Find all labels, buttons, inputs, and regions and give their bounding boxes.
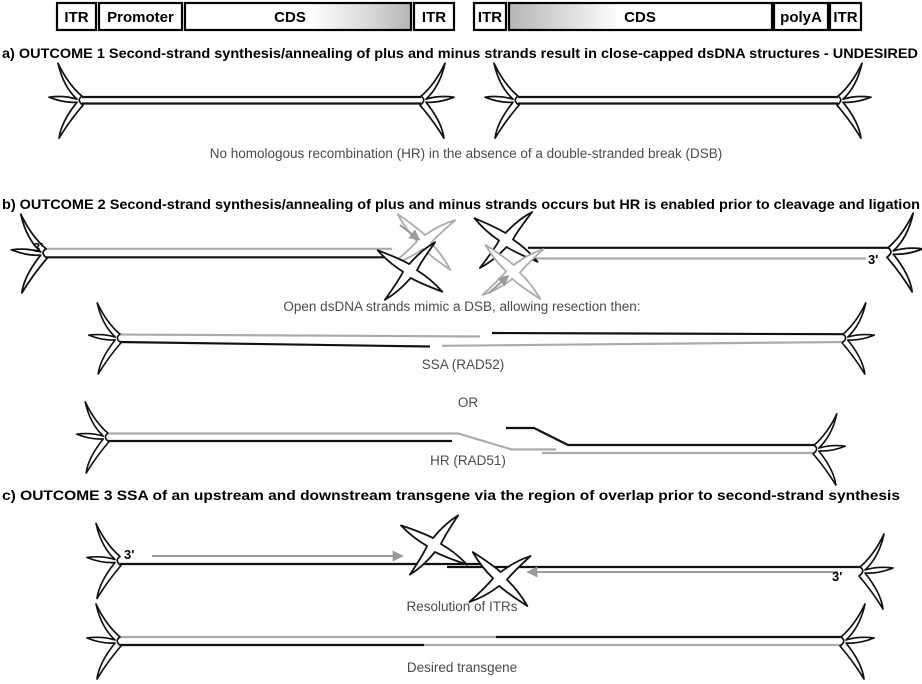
itr-cap-left <box>86 522 122 600</box>
hr-label: HR (RAD51) <box>430 453 506 468</box>
anneal-arrow <box>488 274 510 294</box>
open-dsdna-plus: 3' <box>10 211 459 301</box>
section-b-open-caption: Open dsDNA strands mimic a DSB, allowing… <box>283 299 640 314</box>
itr-cap-right <box>812 413 847 486</box>
section-b-heading: b) OUTCOME 2 Second-strand synthesis/ann… <box>2 196 920 212</box>
ssa-molecule <box>87 302 876 375</box>
desired-transgene-caption: Desired transgene <box>407 660 517 675</box>
cds-box <box>507 1 774 32</box>
itr-cap-right <box>419 62 455 140</box>
promoter-label: Promoter <box>107 9 174 26</box>
polya-box <box>772 1 830 32</box>
bottom-strand-gray <box>441 340 844 347</box>
itr-cap-right <box>841 302 876 375</box>
itr-cap-left <box>48 62 84 140</box>
ssa-overlap-molecule: 3' 3' <box>86 514 894 610</box>
or-label: OR <box>458 395 479 410</box>
ssa-label: SSA (RAD52) <box>422 357 505 372</box>
resolution-caption: Resolution of ITRs <box>406 599 517 614</box>
cds-label: CDS <box>274 9 306 26</box>
itr-label: ITR <box>64 9 88 26</box>
polya-label: polyA <box>780 9 822 26</box>
itr-cap-left <box>484 62 520 140</box>
three-prime-label: 3' <box>124 547 134 562</box>
vector-map-upstream: ITR Promoter CDS ITR <box>55 1 456 32</box>
anneal-arrow <box>399 224 421 241</box>
cds-box <box>183 1 413 32</box>
closed-dsdna-left <box>48 62 455 140</box>
itr-cap-left <box>87 302 122 375</box>
itr-cap-left <box>75 401 110 474</box>
itr-label: ITR <box>833 9 857 26</box>
itr-box <box>472 1 508 32</box>
itr-cap-right <box>839 603 875 680</box>
closed-dsdna-right <box>484 62 872 140</box>
top-strand-gray <box>119 333 481 338</box>
promoter-box <box>97 1 184 32</box>
hr-molecule <box>75 401 847 486</box>
dloop-strand-black <box>506 426 814 447</box>
itr-label: ITR <box>422 9 446 26</box>
three-prime-label: 3' <box>868 252 878 267</box>
section-a-caption: No homologous recombination (HR) in the … <box>210 146 723 161</box>
vector-map-downstream: ITR CDS polyA ITR <box>472 1 863 32</box>
open-dsdna-minus: 3' <box>473 211 922 302</box>
three-prime-label: 3' <box>832 569 842 584</box>
itr-cap-left <box>86 603 122 680</box>
itr-cap-right <box>886 212 922 293</box>
itr-box <box>412 1 456 32</box>
itr-cap-right <box>836 62 872 140</box>
desired-transgene-molecule <box>86 603 875 680</box>
bottom-strand-black <box>119 340 431 348</box>
itr-cap-right <box>858 533 894 610</box>
top-strand-black <box>491 331 844 336</box>
three-prime-label: 3' <box>33 240 43 255</box>
itr-label: ITR <box>478 9 502 26</box>
itr-box <box>828 1 863 32</box>
cds-label: CDS <box>624 9 656 26</box>
invading-strand-gray <box>108 432 556 451</box>
itr-box <box>55 1 98 32</box>
section-a-heading: a) OUTCOME 1 Second-strand synthesis/ann… <box>2 45 918 61</box>
section-c-heading: c) OUTCOME 3 SSA of an upstream and down… <box>2 487 900 503</box>
